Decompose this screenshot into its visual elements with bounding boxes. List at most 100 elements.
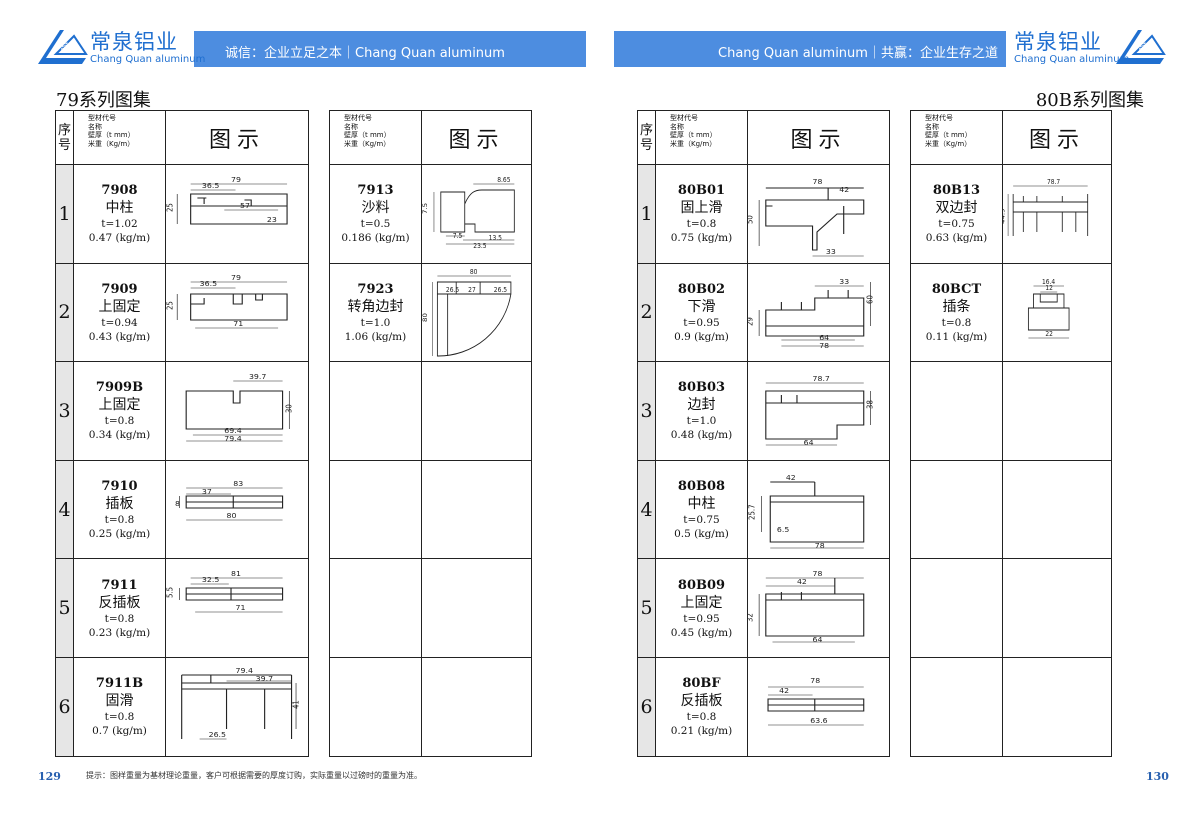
header-seq: 序号 — [637, 110, 656, 165]
empty-cell — [421, 558, 532, 658]
header-desc: 型材代号名称壁厚（t mm）米重（Kg/m） — [329, 110, 422, 165]
dimension-label: 64 — [804, 438, 814, 447]
table-row — [910, 459, 1112, 560]
profile-code: 80BCT — [931, 281, 982, 297]
dimension-label: 83 — [233, 479, 243, 487]
header-desc: 型材代号名称壁厚（t mm）米重（Kg/m） — [910, 110, 1003, 165]
dimension-label: 60 — [865, 295, 874, 304]
row-number: 1 — [55, 164, 74, 264]
dimension-label: 42 — [797, 578, 807, 587]
slogan-right: Chang Quan aluminum｜共赢：企业生存之道 — [718, 46, 998, 61]
header-desc: 型材代号名称壁厚（t mm）米重（Kg/m） — [73, 110, 166, 165]
header-desc-line: 名称 — [344, 122, 358, 131]
dimension-label: 25 — [166, 203, 175, 212]
dimension-label: 23 — [267, 215, 277, 223]
profile-name: 插板 — [105, 496, 134, 513]
profile-thickness: t=0.8 — [686, 711, 717, 724]
dimension-label: 8.65 — [497, 175, 510, 184]
logo-badge-text: 常泉 — [1138, 41, 1156, 53]
header-desc-line: 米重（Kg/m） — [670, 139, 717, 148]
header-seq: 序号 — [55, 110, 74, 165]
profile-code: 80B01 — [677, 183, 726, 199]
row-number: 6 — [55, 656, 74, 757]
profile-description: 7910 插板 t=0.8 0.25 (kg/m) — [73, 459, 166, 560]
empty-cell — [910, 361, 1003, 461]
table-row — [329, 558, 532, 658]
profile-weight: 0.9 (kg/m) — [674, 330, 729, 343]
header-desc-line: 型材代号 — [344, 114, 372, 122]
profile-weight: 0.63 (kg/m) — [925, 232, 988, 245]
dimension-label: 42 — [839, 185, 849, 194]
profile-name: 上固定 — [680, 594, 723, 611]
dimension-label: 25 — [166, 301, 175, 310]
empty-cell — [329, 558, 422, 658]
logo-sub-right: Chang Quan aluminum — [1014, 54, 1130, 65]
dimension-label: 78.7 — [1047, 177, 1060, 186]
dimension-label: 78.7 — [813, 374, 831, 383]
profile-thickness: t=0.94 — [101, 316, 138, 329]
table-row — [910, 656, 1112, 757]
dimension-label: 7.5 — [422, 203, 429, 214]
logo-name-right: 常泉铝业 — [1014, 30, 1102, 54]
dimension-label: 80 — [227, 511, 237, 519]
dimension-label: 50 — [748, 215, 755, 224]
empty-cell — [1002, 459, 1112, 560]
profile-thickness: t=0.75 — [938, 218, 975, 231]
dimension-label: 39.7 — [256, 674, 274, 682]
dimension-label: 36.5 — [202, 181, 220, 189]
profile-code: 80B02 — [677, 281, 726, 297]
profile-weight: 0.23 (kg/m) — [88, 626, 151, 639]
profile-code: 80BF — [682, 676, 721, 692]
profile-figure: 78.7 38 64 — [747, 361, 890, 461]
empty-cell — [421, 361, 532, 461]
dimension-label: 81 — [231, 570, 241, 578]
dimension-label: 26.5 — [209, 730, 227, 738]
dimension-label: 5.5 — [166, 587, 175, 598]
profile-thickness: t=0.95 — [683, 612, 720, 625]
dimension-label: 26.5 — [494, 286, 507, 295]
dimension-label: 33 — [826, 247, 836, 256]
dimension-label: 63.6 — [810, 716, 828, 725]
dimension-label: 80 — [470, 268, 478, 277]
logo-mark-icon: 常泉 — [1116, 30, 1166, 64]
header-desc-line: 米重（Kg/m） — [88, 139, 135, 148]
logo-mark-icon: 常泉 — [38, 30, 88, 64]
header-desc-line: 名称 — [88, 122, 102, 131]
dimension-label: 44.9 — [1003, 208, 1007, 224]
header-desc: 型材代号名称壁厚（t mm）米重（Kg/m） — [655, 110, 748, 165]
profile-description: 7913 沙料 t=0.5 0.186 (kg/m) — [329, 164, 422, 264]
right-page-number: 130 — [1146, 770, 1169, 783]
header-desc-line: 名称 — [670, 122, 684, 131]
empty-cell — [329, 656, 422, 757]
profile-code: 7910 — [101, 479, 138, 495]
header-figure: 图示 — [747, 110, 890, 165]
profile-code: 7923 — [357, 281, 394, 297]
right-series-title: 80B系列图集 — [1035, 90, 1144, 111]
profile-weight: 0.25 (kg/m) — [88, 528, 151, 541]
dimension-label: 78 — [815, 541, 825, 550]
dimension-label: 41 — [291, 700, 300, 709]
profile-description: 80B02 下滑 t=0.95 0.9 (kg/m) — [655, 262, 748, 363]
dimension-label: 80 — [422, 313, 429, 322]
dimension-label: 38 — [865, 400, 874, 409]
row-number: 2 — [55, 262, 74, 363]
dimension-label: 13.5 — [489, 233, 502, 242]
profile-thickness: t=0.75 — [683, 514, 720, 527]
